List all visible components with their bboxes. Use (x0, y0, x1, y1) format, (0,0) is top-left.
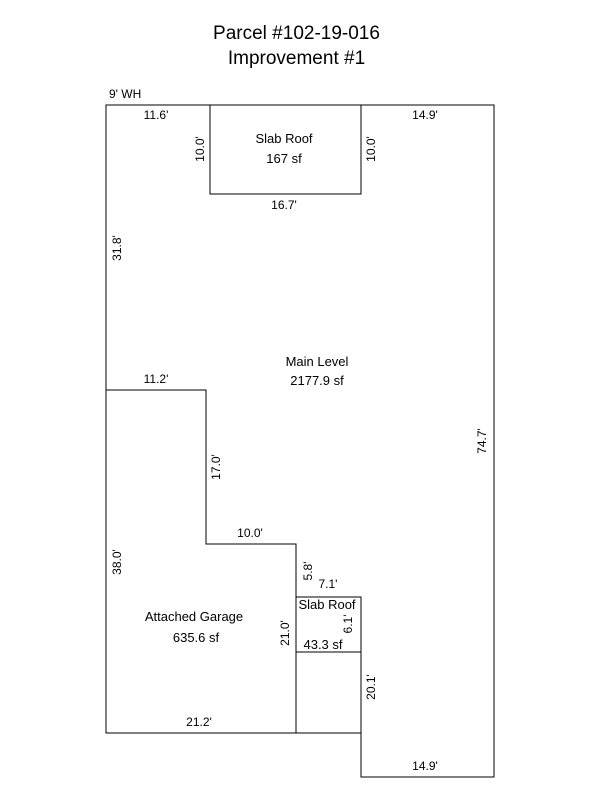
dim-left-upper: 31.8' (110, 235, 124, 261)
dim-slab-bottom: 16.7' (271, 198, 297, 212)
improvement-subtitle: Improvement #1 (227, 48, 366, 69)
dim-small-slab-height: 6.1' (341, 615, 355, 634)
wh-note: 9' WH (109, 87, 141, 101)
dim-garage-bottom: 21.2' (186, 715, 212, 729)
dim-slab-right: 10.0' (364, 136, 378, 162)
dim-garage-right: 21.0' (278, 620, 292, 646)
slab-roof-top-label: Slab Roof (255, 131, 312, 146)
dim-top-right: 14.9' (412, 108, 438, 122)
slab-roof-small-area: 43.3 sf (303, 637, 342, 652)
attached-garage-label: Attached Garage (145, 609, 243, 624)
slab-roof-top-outline (209, 104, 362, 195)
building-outline (105, 104, 495, 778)
dim-notch-vertical: 17.0' (209, 454, 223, 480)
attached-garage-area: 635.6 sf (173, 630, 220, 645)
parcel-title: Parcel #102-19-016 (213, 23, 380, 44)
garage-boundary (106, 389, 297, 733)
slab-roof-small-label: Slab Roof (298, 597, 355, 612)
main-level-area: 2177.9 sf (290, 373, 344, 388)
slab-roof-top-area: 167 sf (266, 151, 302, 166)
slab-roof-small-outline (295, 596, 362, 653)
dim-step-horizontal: 10.0' (237, 526, 263, 540)
main-level-label: Main Level (286, 354, 349, 369)
dim-left-lower: 38.0' (110, 549, 124, 575)
dim-bottom-right: 14.9' (412, 759, 438, 773)
dim-right-side: 74.7' (475, 428, 489, 454)
dim-small-vertical: 5.8' (301, 562, 315, 581)
dim-lower-vertical: 20.1' (364, 674, 378, 700)
dim-small-slab-width: 7.1' (319, 577, 338, 591)
dim-slab-left: 10.0' (193, 136, 207, 162)
dim-top-left: 11.6' (144, 108, 169, 122)
dim-notch-top: 11.2' (144, 372, 169, 386)
